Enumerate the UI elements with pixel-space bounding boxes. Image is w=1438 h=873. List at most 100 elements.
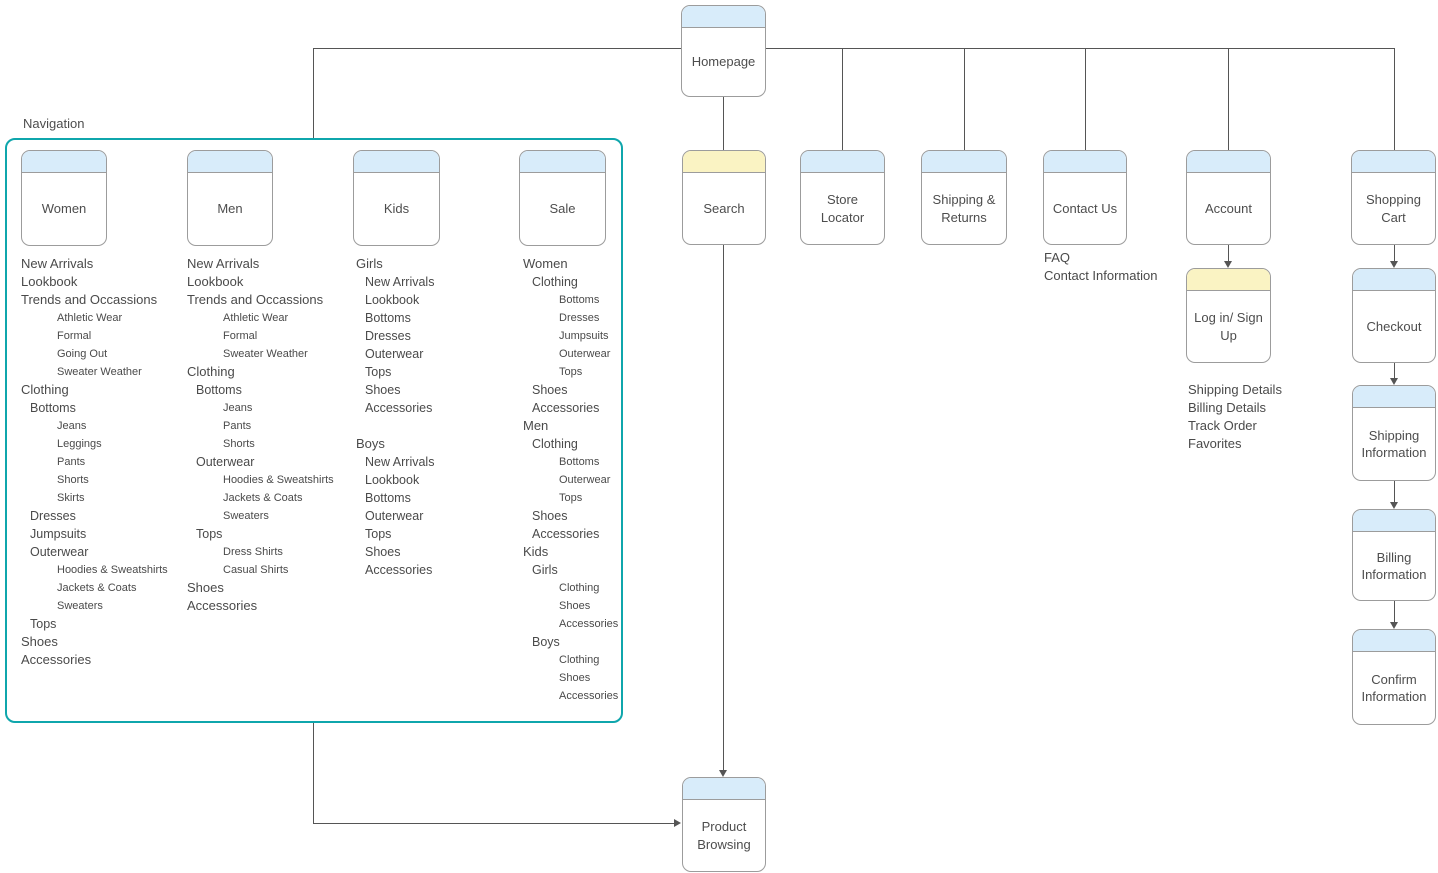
connector-nav-to-product xyxy=(313,823,674,824)
list-item: Going Out xyxy=(57,348,108,360)
arrowhead-nav-to-product xyxy=(674,819,681,827)
node-header-bar xyxy=(801,151,884,173)
node-label: Shopping Cart xyxy=(1366,192,1421,225)
list-item: Outerwear xyxy=(30,545,89,559)
node-men[interactable]: Men xyxy=(187,150,273,246)
node-label: Account xyxy=(1205,200,1252,216)
node-label: Kids xyxy=(383,201,410,217)
list-item: Pants xyxy=(223,420,252,432)
node-label: Men xyxy=(217,201,243,217)
list-item: Clothing xyxy=(187,364,235,379)
list-item: Clothing xyxy=(559,654,600,666)
list-item: Bottoms xyxy=(30,401,76,415)
list-item: Casual Shirts xyxy=(223,564,289,576)
list-item: Athletic Wear xyxy=(57,312,123,324)
list-item: Accessories xyxy=(21,652,92,667)
node-label: Contact Us xyxy=(1052,200,1118,216)
list-item: Outerwear xyxy=(365,509,424,523)
list-item: Jeans xyxy=(57,420,87,432)
node-header-bar xyxy=(520,151,605,173)
list-item: Jumpsuits xyxy=(30,527,87,541)
list-item: Bottoms xyxy=(365,491,411,505)
arrowhead-cart-to-checkout xyxy=(1390,261,1398,268)
list-item: Tops xyxy=(559,492,583,504)
list-item: Boys xyxy=(356,436,385,451)
connector-drop-shopping-cart xyxy=(1394,48,1395,150)
node-header-bar xyxy=(1352,151,1435,173)
connector-account-to-login xyxy=(1228,245,1229,262)
node-women[interactable]: Women xyxy=(21,150,107,246)
node-contact-us[interactable]: Contact Us xyxy=(1043,150,1127,245)
node-header-bar xyxy=(188,151,272,173)
list-item: Trends and Occassions xyxy=(21,292,158,307)
node-product-browsing[interactable]: Product Browsing xyxy=(682,777,766,872)
list-item: Formal xyxy=(57,330,92,342)
node-header-bar xyxy=(683,778,765,800)
node-header-bar xyxy=(922,151,1006,173)
node-checkout[interactable]: Checkout xyxy=(1352,268,1436,363)
node-label: Sale xyxy=(549,201,576,217)
list-item: Shorts xyxy=(57,474,89,486)
connector-shipping-to-billing xyxy=(1394,481,1395,503)
list-item: Men xyxy=(523,418,549,433)
list-item: Shoes xyxy=(559,600,591,612)
node-store-locator[interactable]: Store Locator xyxy=(800,150,885,245)
node-search[interactable]: Search xyxy=(682,150,766,245)
node-shipping-information[interactable]: Shipping Information xyxy=(1352,385,1436,481)
list-item: Clothing xyxy=(532,275,578,289)
connector-nav-down xyxy=(313,723,314,823)
list-item: Sweaters xyxy=(223,510,269,522)
node-sale[interactable]: Sale xyxy=(519,150,606,246)
node-shipping-returns[interactable]: Shipping & Returns xyxy=(921,150,1007,245)
list-item: Lookbook xyxy=(187,274,244,289)
list-item: Accessories xyxy=(559,690,619,702)
list-item: Leggings xyxy=(57,438,102,450)
list-item: Shoes xyxy=(21,634,58,649)
node-label: Billing Information xyxy=(1361,549,1427,582)
list-item: Clothing xyxy=(532,437,578,451)
list-item: Bottoms xyxy=(365,311,411,325)
node-billing-information[interactable]: Billing Information xyxy=(1352,509,1436,601)
list-item: Tops xyxy=(365,527,392,541)
list-item: Accessories xyxy=(365,401,433,415)
list-item: Women xyxy=(523,256,568,271)
list-item: Accessories xyxy=(532,401,600,415)
list-item: Trends and Occassions xyxy=(187,292,324,307)
list-item: Contact Information xyxy=(1044,268,1158,283)
list-item: Pants xyxy=(57,456,86,468)
node-account[interactable]: Account xyxy=(1186,150,1271,245)
node-login-signup[interactable]: Log in/ Sign Up xyxy=(1186,268,1271,363)
connector-homepage-to-search xyxy=(723,97,724,150)
node-label: Log in/ Sign Up xyxy=(1194,310,1263,343)
list-item: Bottoms xyxy=(559,456,600,468)
arrowhead-shipping-to-billing xyxy=(1390,502,1398,509)
list-item: Lookbook xyxy=(365,293,420,307)
connector-homepage-left xyxy=(313,48,681,49)
list-item: Clothing xyxy=(559,582,600,594)
node-header-bar xyxy=(1187,151,1270,173)
list-item: Dresses xyxy=(30,509,76,523)
list-item: Accessories xyxy=(532,527,600,541)
list-item: New Arrivals xyxy=(365,275,435,289)
list-item: Shoes xyxy=(365,383,401,397)
list-item: Accessories xyxy=(365,563,433,577)
connector-drop-store-locator xyxy=(842,48,843,150)
connector-cart-to-checkout xyxy=(1394,245,1395,262)
arrowhead-search-to-product xyxy=(719,770,727,777)
arrowhead-checkout-to-shipping xyxy=(1390,378,1398,385)
node-label: Product Browsing xyxy=(697,819,751,852)
list-item: Formal xyxy=(223,330,258,342)
list-item: Lookbook xyxy=(21,274,78,289)
node-kids[interactable]: Kids xyxy=(353,150,440,246)
list-item: Favorites xyxy=(1188,436,1242,451)
list-item: Sweater Weather xyxy=(57,366,142,378)
connector-checkout-to-shipping xyxy=(1394,363,1395,379)
node-confirm-information[interactable]: Confirm Information xyxy=(1352,629,1436,725)
node-label: Checkout xyxy=(1366,318,1422,334)
list-item: Athletic Wear xyxy=(223,312,289,324)
list-item: Outerwear xyxy=(365,347,424,361)
node-homepage[interactable]: Homepage xyxy=(681,5,766,97)
node-shopping-cart[interactable]: Shopping Cart xyxy=(1351,150,1436,245)
list-item: FAQ xyxy=(1044,250,1071,265)
